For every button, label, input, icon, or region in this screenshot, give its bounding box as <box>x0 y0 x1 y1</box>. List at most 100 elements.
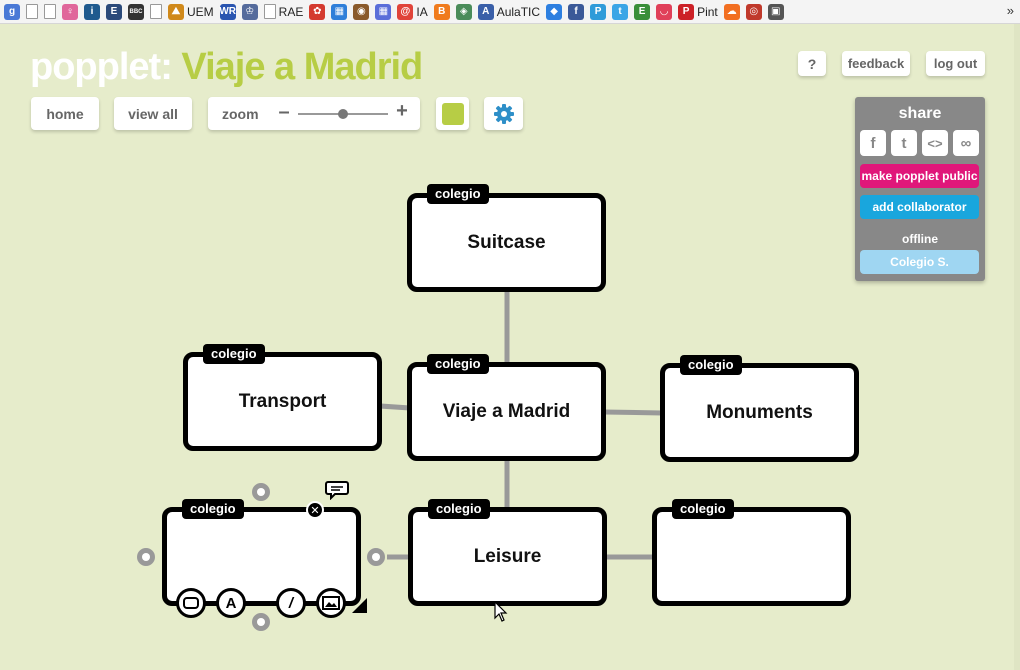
dropbox-icon: ◆ <box>546 3 563 20</box>
book-icon: ▣ <box>767 3 784 20</box>
page-icon <box>26 4 38 19</box>
popple-viaje-a-madrid[interactable]: Viaje a Madrid <box>407 362 606 461</box>
scrollbar[interactable] <box>1014 24 1020 670</box>
gear-icon <box>493 103 514 124</box>
popple-leisure[interactable]: Leisure <box>408 507 607 606</box>
bookmark-item[interactable]: ♔ <box>241 1 258 23</box>
bookmark-item[interactable]: B <box>433 1 450 23</box>
bookmark-item[interactable]: BBC <box>128 1 144 23</box>
animal-icon: ◉ <box>353 3 370 20</box>
bookmark-item[interactable] <box>44 1 56 23</box>
grid-icon: ▦ <box>375 3 392 20</box>
bookmark-item[interactable]: ▣ <box>767 1 784 23</box>
delete-popple-button[interactable]: ✕ <box>306 501 324 519</box>
bookmark-item[interactable]: ✿ <box>309 1 326 23</box>
bookmark-item[interactable]: RAE <box>263 1 303 23</box>
share-embed-button[interactable]: <> <box>922 130 948 156</box>
popple-suitcase[interactable]: Suitcase <box>407 193 606 292</box>
wr-icon: WR <box>219 3 236 20</box>
add-collaborator-button[interactable]: add collaborator <box>860 195 979 219</box>
bookmark-item[interactable]: g <box>4 1 20 23</box>
bookmark-item[interactable]: ◡ <box>656 1 673 23</box>
share-twitter-button[interactable]: t <box>891 130 917 156</box>
connect-handle-bottom[interactable] <box>252 613 270 631</box>
comment-icon <box>325 481 349 501</box>
popple-tag: colegio <box>428 499 490 519</box>
color-button[interactable] <box>436 97 469 130</box>
facebook-icon: f <box>870 134 876 152</box>
soundcloud-icon: ☁ <box>723 3 740 20</box>
bookmark-item[interactable]: WR <box>219 1 236 23</box>
bookmark-item[interactable]: P <box>590 1 607 23</box>
zoom-out-button[interactable]: – <box>278 101 290 123</box>
bookmark-item[interactable] <box>26 1 38 23</box>
bookmark-item[interactable]: @IA <box>397 1 428 23</box>
bookmark-item[interactable]: t <box>612 1 629 23</box>
connect-handle-right[interactable] <box>367 548 385 566</box>
embed-icon: <> <box>927 135 943 151</box>
share-facebook-button[interactable]: f <box>860 130 886 156</box>
bookmark-item[interactable]: ⛰UEM <box>168 1 214 23</box>
text-tool-button[interactable]: A <box>216 588 246 618</box>
home-button[interactable]: home <box>31 97 99 130</box>
shape-tool-button[interactable] <box>176 588 206 618</box>
bookmark-item[interactable]: ♀ <box>62 1 78 23</box>
bookmark-item[interactable]: f <box>568 1 585 23</box>
bookmark-item[interactable]: ☁ <box>723 1 740 23</box>
zoom-slider-thumb[interactable] <box>338 109 348 119</box>
color-swatch <box>441 102 464 125</box>
bookmark-item[interactable]: ◉ <box>353 1 370 23</box>
pocket-icon: ◡ <box>656 3 673 20</box>
status-text: offline <box>902 232 938 246</box>
share-link-button[interactable]: ∞ <box>953 130 979 156</box>
popple-tag: colegio <box>680 355 742 375</box>
bookmark-item[interactable]: ▦ <box>375 1 392 23</box>
image-icon <box>322 596 340 610</box>
bookmark-item[interactable]: ▦ <box>331 1 348 23</box>
image-tool-button[interactable] <box>316 588 346 618</box>
bookmark-item[interactable]: E <box>634 1 651 23</box>
bookmarks-overflow-button[interactable]: » <box>1006 3 1014 18</box>
popple-empty[interactable] <box>652 507 851 606</box>
comment-button[interactable] <box>325 480 349 501</box>
connector-line <box>379 403 411 411</box>
bookmark-item[interactable]: i <box>84 1 100 23</box>
user-chip[interactable]: Colegio S. <box>860 250 979 274</box>
twitter-icon: t <box>901 134 907 152</box>
share-title: share <box>898 105 942 122</box>
share-panel: share f t <> ∞ make popplet public add c… <box>855 97 985 281</box>
bookmark-item[interactable]: ◈ <box>455 1 472 23</box>
info-icon: i <box>84 3 100 20</box>
popple-transport[interactable]: Transport <box>183 352 382 451</box>
resize-handle[interactable] <box>352 598 367 613</box>
e-icon: E <box>106 3 122 20</box>
blogger-icon: B <box>433 3 450 20</box>
at-icon: @ <box>397 3 414 20</box>
connect-handle-top[interactable] <box>252 483 270 501</box>
draw-tool-button[interactable]: / <box>276 588 306 618</box>
feedback-button[interactable]: feedback <box>842 51 910 76</box>
help-button[interactable]: ? <box>798 51 826 76</box>
zoom-slider[interactable] <box>298 109 388 119</box>
logout-button[interactable]: log out <box>926 51 985 76</box>
view-all-button[interactable]: view all <box>114 97 192 130</box>
zoom-label: zoom <box>222 106 259 122</box>
bookmark-item[interactable]: ◎ <box>745 1 762 23</box>
popple-tag: colegio <box>182 499 244 519</box>
uem-icon: ⛰ <box>168 3 184 20</box>
popplet-name[interactable]: Viaje a Madrid <box>181 46 423 88</box>
aulatic-icon: A <box>477 3 494 20</box>
zoom-in-button[interactable]: + <box>396 100 408 122</box>
bookmark-item[interactable]: E <box>106 1 122 23</box>
settings-button[interactable] <box>484 97 523 130</box>
bookmark-item[interactable] <box>150 1 162 23</box>
make-public-button[interactable]: make popplet public <box>860 164 979 188</box>
rounded-rect-icon <box>183 597 199 609</box>
link-icon: ∞ <box>960 134 972 152</box>
bookmark-item[interactable]: ◆ <box>546 1 563 23</box>
popple-monuments[interactable]: Monuments <box>660 363 859 462</box>
connect-handle-left[interactable] <box>137 548 155 566</box>
